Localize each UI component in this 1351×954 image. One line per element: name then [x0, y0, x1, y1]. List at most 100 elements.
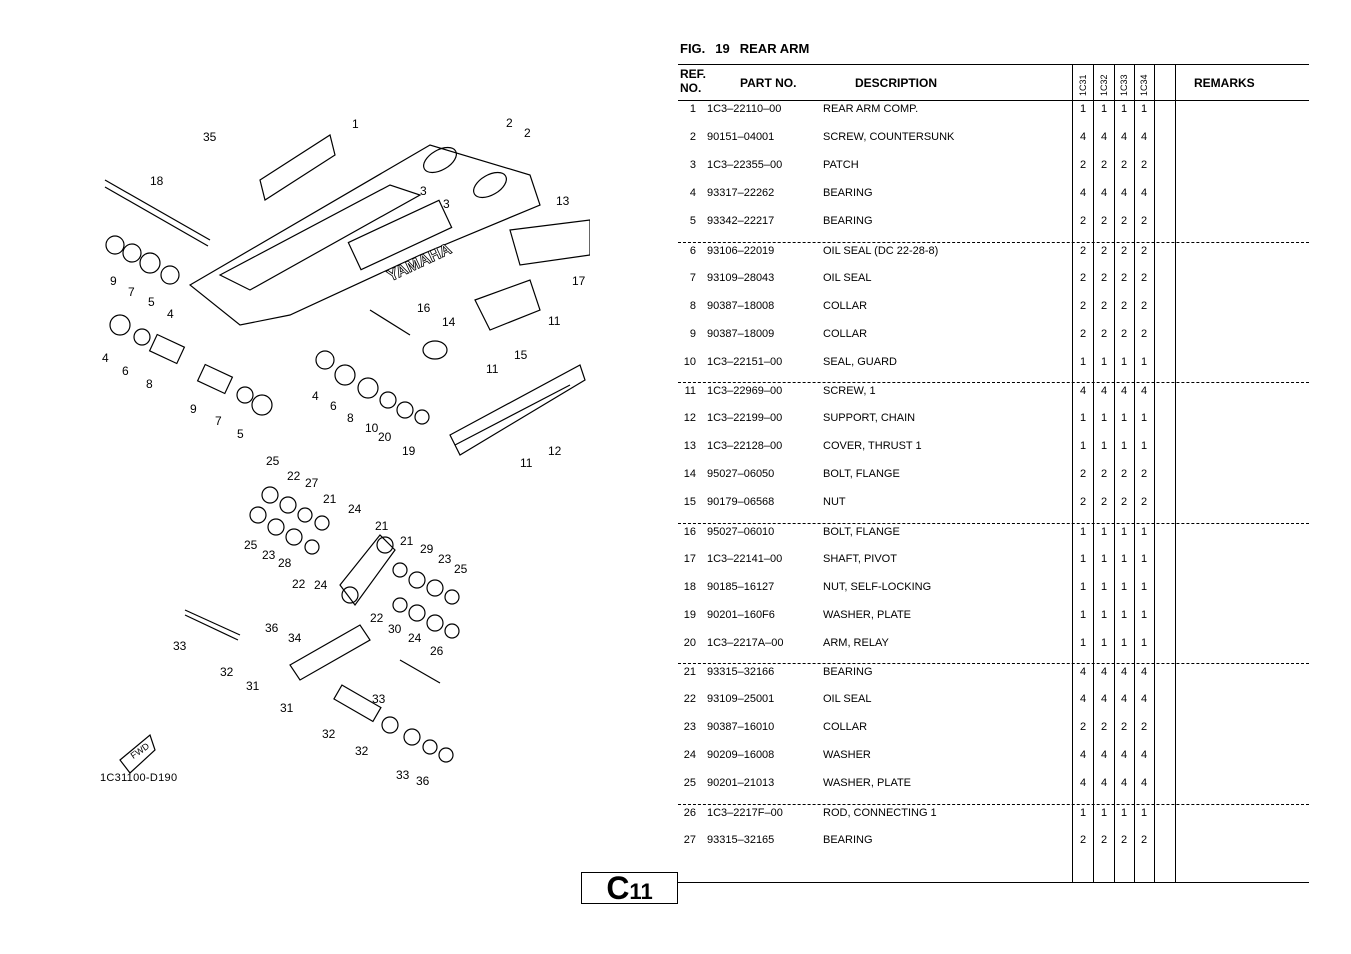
quantity-cell: 4	[1079, 666, 1087, 678]
callout: 36	[265, 621, 279, 635]
quantity-cell: 1	[1079, 806, 1087, 819]
callout: 3	[443, 197, 450, 211]
description-cell: SCREW, 1	[823, 385, 876, 397]
decal-36-top	[259, 134, 336, 201]
description-cell: NUT	[823, 496, 846, 509]
callout: 5	[237, 427, 244, 441]
ref-no-cell: 24	[683, 749, 696, 762]
quantity-cell: 2	[1079, 159, 1087, 172]
quantity-cell: 4	[1100, 385, 1108, 397]
quantity-cell: 1	[1140, 580, 1148, 593]
ref-no-cell: 10	[683, 355, 696, 368]
quantity-cell: 1	[1079, 103, 1087, 115]
callout: 27	[305, 476, 319, 490]
part-no-cell: 90185–16127	[707, 580, 775, 593]
quantity-cell: 1	[1100, 355, 1108, 368]
quantity-cell: 1	[1140, 355, 1148, 368]
quantity-cell: 1	[1100, 552, 1108, 565]
quantity-cell: 1	[1120, 552, 1128, 565]
quantity-cell: 2	[1100, 496, 1108, 509]
quantity-cell: 2	[1079, 496, 1087, 509]
description-cell: WASHER, PLATE	[823, 777, 912, 790]
callout: 8	[146, 377, 153, 391]
part-no-cell: 1C3–22199–00	[707, 412, 783, 425]
callout: 32	[322, 727, 336, 741]
quantity-cell: 1	[1140, 806, 1148, 819]
quantity-cell: 2	[1140, 721, 1148, 734]
description-cell: COLLAR	[823, 299, 868, 312]
callout: 6	[330, 399, 337, 413]
header-model: 1C34	[1139, 74, 1149, 96]
relay-arm	[339, 534, 396, 607]
callout: 21	[375, 519, 389, 533]
quantity-cell: 1	[1120, 806, 1128, 819]
callout: 32	[220, 665, 234, 679]
header-model: 1C33	[1119, 74, 1129, 96]
quantity-cell: 2	[1120, 468, 1128, 481]
quantity-cell: 1	[1079, 552, 1087, 565]
quantity-cell: 1	[1120, 103, 1128, 115]
callout: 22	[287, 469, 301, 483]
callout: 5	[148, 295, 155, 309]
quantity-cell: 2	[1120, 299, 1128, 312]
callout: 3	[420, 184, 427, 198]
callout: 14	[442, 315, 456, 329]
quantity-cell: 4	[1120, 187, 1128, 200]
callout: 22	[292, 577, 306, 591]
thrust-cover	[474, 279, 541, 331]
fig-label: FIG.	[680, 41, 706, 56]
callout: 26	[430, 644, 444, 658]
column-divider	[1093, 64, 1094, 882]
quantity-cell: 2	[1100, 721, 1108, 734]
callout: 2	[506, 116, 513, 130]
quantity-cell: 1	[1100, 440, 1108, 453]
part-no-cell: 1C3–22128–00	[707, 440, 783, 453]
bolt-31b	[399, 659, 441, 684]
part-no-cell: 95027–06010	[707, 525, 775, 538]
quantity-cell: 2	[1120, 244, 1128, 257]
part-no-cell: 93315–32165	[707, 833, 775, 846]
yamaha-text: YAMAHA	[385, 241, 455, 286]
callout: 11	[548, 314, 561, 328]
quantity-cell: 4	[1100, 187, 1108, 200]
fwd-text: FWD	[129, 741, 152, 761]
quantity-cell: 2	[1140, 215, 1148, 228]
column-divider	[1134, 64, 1135, 882]
description-cell: BOLT, FLANGE	[823, 525, 900, 538]
part-no-cell: 90387–18009	[707, 327, 775, 340]
quantity-cell: 2	[1079, 271, 1087, 284]
quantity-cell: 2	[1140, 833, 1148, 846]
callout: 16	[417, 301, 431, 315]
quantity-cell: 1	[1140, 103, 1148, 115]
quantity-cell: 4	[1079, 777, 1087, 790]
quantity-cell: 4	[1140, 777, 1148, 790]
quantity-cell: 2	[1100, 833, 1108, 846]
fwd-arrow	[119, 733, 156, 774]
ref-no-cell: 17	[683, 552, 696, 565]
quantity-cell: 2	[1120, 327, 1128, 340]
header-remarks: REMARKS	[1194, 76, 1255, 90]
quantity-cell: 2	[1140, 327, 1148, 340]
quantity-cell: 1	[1120, 355, 1128, 368]
quantity-cell: 4	[1100, 777, 1108, 790]
callout: 1	[352, 117, 359, 131]
callout: 8	[347, 411, 354, 425]
callout-labels: 1 2 2 3 3 4 4 4 5 5 6 6 7 7 8 8 9 9 10 1…	[102, 116, 586, 788]
quantity-cell: 2	[1100, 159, 1108, 172]
quantity-cell: 1	[1100, 806, 1108, 819]
callout: 35	[203, 130, 217, 144]
quantity-cell: 2	[1100, 271, 1108, 284]
quantity-cell: 4	[1120, 131, 1128, 144]
